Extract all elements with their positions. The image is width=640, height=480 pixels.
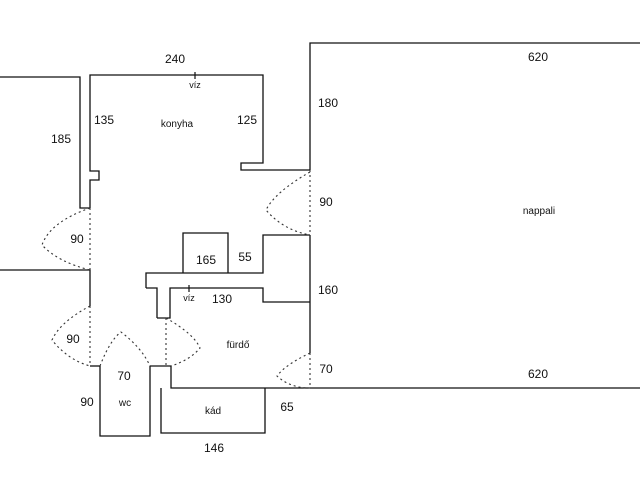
- wall-left-room-bottom: [0, 269, 91, 306]
- door-left-upper: [41, 207, 91, 271]
- dimension-labels: 240 135 125 185 90 90 165 55 130 70 90 6…: [51, 50, 548, 455]
- dim-left-room: 185: [51, 132, 71, 146]
- door-living-upper: [265, 170, 311, 236]
- door-left-lower: [51, 305, 91, 367]
- door-swings: [41, 170, 311, 389]
- wall-central-partition: [145, 234, 310, 319]
- door-living-lower: [276, 352, 311, 389]
- dim-wc-depth: 90: [80, 395, 94, 409]
- dim-kitchen-left: 135: [94, 113, 114, 127]
- wall-kitchen: [89, 74, 310, 208]
- bathtub-outline: [160, 388, 266, 434]
- dim-living-left-upper: 180: [318, 96, 338, 110]
- dim-door-left-lower: 90: [66, 332, 80, 346]
- room-bathtub: kád: [205, 406, 221, 417]
- room-living: nappali: [523, 206, 555, 217]
- walls: [0, 42, 640, 437]
- dim-living-top: 620: [528, 50, 548, 64]
- dim-living-door-lower: 70: [319, 362, 333, 376]
- door-wc: [99, 331, 151, 367]
- wall-bathroom-bottom: [150, 365, 310, 389]
- dim-tub-length: 146: [204, 441, 224, 455]
- water-label-kitchen: víz: [189, 80, 201, 90]
- water-label-bathroom: víz: [183, 293, 195, 303]
- dim-bath-wall: 130: [212, 292, 232, 306]
- wall-living-room: [309, 42, 640, 170]
- wall-left-room-top: [0, 76, 90, 209]
- room-toilet: wc: [118, 398, 131, 409]
- dim-tub-side: 65: [280, 400, 294, 414]
- dim-wc-width: 70: [117, 369, 131, 383]
- dim-living-door-upper: 90: [319, 195, 333, 209]
- room-bathroom: fürdő: [227, 340, 250, 351]
- door-bathroom: [165, 317, 201, 367]
- dim-counter-block: 165: [196, 253, 216, 267]
- dim-door-left-upper: 90: [70, 232, 84, 246]
- wall-wc: [99, 366, 151, 437]
- dim-kitchen-right: 125: [237, 113, 257, 127]
- dim-living-left-middle: 160: [318, 283, 338, 297]
- dim-kitchen-top: 240: [165, 52, 185, 66]
- dim-counter-side: 55: [238, 250, 252, 264]
- dim-living-bottom: 620: [528, 367, 548, 381]
- wall-counter-block: [182, 232, 229, 273]
- room-kitchen: konyha: [161, 119, 194, 130]
